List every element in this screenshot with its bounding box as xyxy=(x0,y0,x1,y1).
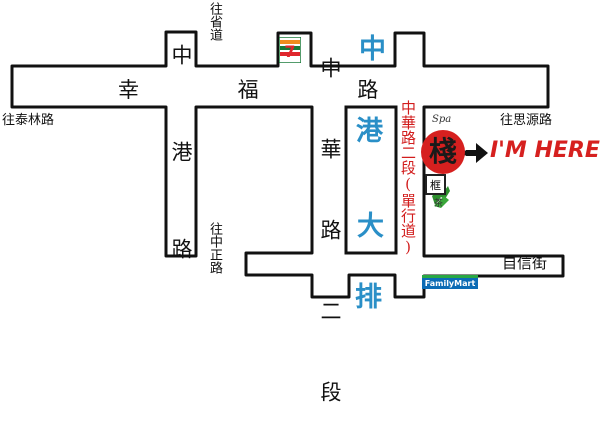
seven-eleven-text: 7 xyxy=(284,42,295,61)
familymart-icon: FamilyMart xyxy=(422,278,478,289)
road-label-zhonghua-2: 中 華 路 二 段 xyxy=(318,57,342,420)
road-network xyxy=(10,30,565,299)
box-landmark-icon: 框 xyxy=(425,174,446,195)
canal-char-zhong: 中 xyxy=(359,34,386,65)
seven-eleven-icon: 7 xyxy=(279,37,301,63)
familymart-stripe xyxy=(422,275,478,278)
road-label-xingfu: 幸 福 路 xyxy=(118,78,425,102)
direction-siyuan: 往思源路 xyxy=(500,113,553,128)
road-label-zhonggang: 中 港 路 xyxy=(169,44,193,285)
road-label-zixin: 自信街 xyxy=(502,254,548,272)
hotel-char: 棧 xyxy=(428,135,457,168)
canal xyxy=(344,105,398,255)
canal-char-da: 大 xyxy=(357,211,384,242)
hotel-marker: 棧 xyxy=(421,130,465,174)
oneway-label: 中華路二段(單行道) xyxy=(399,100,417,256)
im-here-label: I'M HERE xyxy=(490,138,600,163)
canal-char-pai: 排 xyxy=(355,282,382,313)
tea-tag: 茶 xyxy=(434,199,444,209)
spa-label: Spa xyxy=(432,114,452,125)
direction-shengdao: 往省道 xyxy=(207,2,222,41)
direction-zhongzheng: 往中正路 xyxy=(207,222,222,274)
canal-char-gang: 港 xyxy=(356,116,383,147)
direction-tailin: 往泰林路 xyxy=(2,113,55,128)
